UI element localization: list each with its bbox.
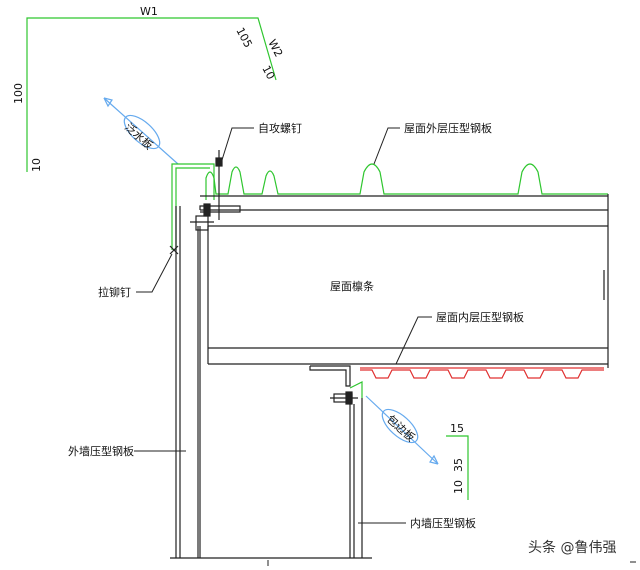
label-roof-outer-panel: 屋面外层压型钢板: [404, 121, 492, 135]
label-wall-outer-panel: 外墙压型钢板: [68, 444, 134, 458]
flashing-profile-dimension: [26, 17, 277, 172]
dim-35: 35: [452, 458, 465, 472]
label-self-tapping-screw: 自攻螺钉: [258, 121, 302, 135]
self-tapping-screw: [215, 150, 223, 220]
roof-inner-panel: [360, 367, 604, 379]
dim-105: 105: [233, 25, 254, 50]
dim-w2: W2: [265, 37, 285, 59]
leader-roof-outer-panel: [373, 127, 400, 165]
dim-15: 15: [450, 422, 464, 435]
bottom-ticks: [267, 560, 636, 566]
dim-w1: W1: [140, 5, 158, 18]
covering-profile-dimension: [446, 435, 469, 500]
pop-rivet: [169, 245, 179, 255]
covering-flashing-arrow: [365, 395, 439, 465]
leader-self-tapping-screw: [221, 127, 254, 161]
inner-wall-panel: [349, 398, 363, 558]
dim-100: 100: [12, 83, 25, 104]
covering-flashing-line: [349, 381, 363, 398]
leader-roof-inner-panel: [395, 316, 432, 365]
purlin-clip: [190, 203, 241, 231]
roof-outer-panel: [205, 163, 608, 200]
roof-purlin: [200, 194, 609, 368]
label-roof-inner-panel: 屋面内层压型钢板: [436, 310, 524, 324]
leader-pop-rivet: [136, 253, 173, 293]
dim-10-bottom: 10: [452, 480, 465, 494]
outer-wall-panel: [170, 206, 372, 559]
inner-angle-clip: [309, 365, 358, 405]
watermark: 头条 @鲁伟强: [528, 539, 616, 556]
dim-10-top: 10: [259, 63, 277, 81]
label-roof-purlin: 屋面檩条: [330, 279, 374, 293]
dim-10-left: 10: [30, 158, 43, 172]
label-wall-inner-panel: 内墙压型钢板: [410, 516, 476, 530]
label-pop-rivet: 拉铆钉: [98, 285, 131, 299]
flashing-arrow: [103, 97, 179, 165]
label-flashing: 泛水板: [122, 120, 156, 152]
